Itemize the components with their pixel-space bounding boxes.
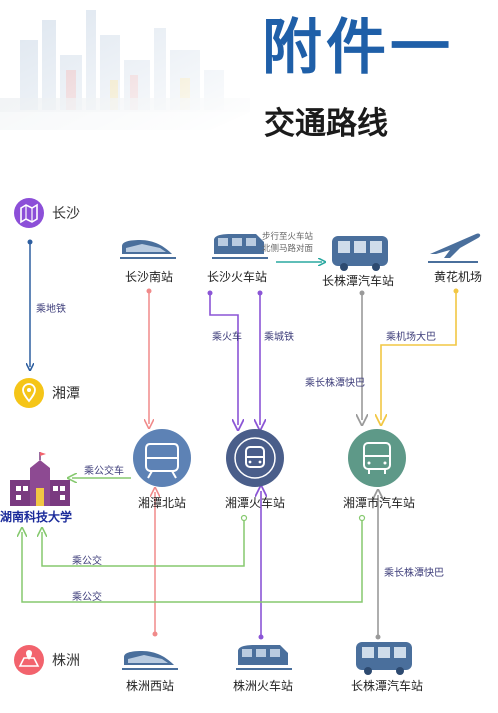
xiangtan-bus-icon: [348, 429, 406, 487]
station-zhuzhou-west: 株洲西站: [125, 679, 174, 693]
station-university: 湖南科技大学: [0, 510, 73, 524]
airplane-icon: [428, 233, 481, 263]
xiangtan-north-train-icon: [133, 429, 191, 487]
zhuzhou-high-speed-train-icon: [122, 651, 178, 670]
station-czt-bus-top: 长株潭汽车站: [321, 274, 394, 288]
page-title: 附件一: [262, 13, 454, 83]
station-xiangtan-bus: 湘潭市汽车站: [342, 496, 415, 510]
xiangtan-pin-icon: [14, 378, 44, 408]
city-label-changsha: 长沙: [52, 206, 80, 222]
train-route-cs-train: [209, 293, 238, 425]
bus-icon: [332, 236, 388, 271]
university-building-icon: [10, 452, 70, 506]
edge-label-airport-bus: 乘机场大巴: [386, 332, 436, 343]
zhuzhou-map-icon: [14, 645, 44, 675]
zhuzhou-bus-icon: [356, 642, 412, 675]
station-changsha-train: 长沙火车站: [206, 270, 267, 284]
edge-label-metro: 乘地铁: [36, 304, 66, 315]
bus-route-bus-station: [22, 518, 363, 603]
station-xiangtan-north: 湘潭北站: [137, 496, 186, 510]
station-czt-bus-bottom: 长株潭汽车站: [350, 679, 423, 693]
edge-label-bus-1: 乘公交: [72, 556, 102, 567]
station-huanghua-airport: 黄花机场: [433, 270, 482, 284]
walk-note-line-1: 步行至火车站: [262, 232, 314, 242]
edge-label-bus-2: 乘公交: [72, 592, 102, 603]
xiangtan-train-icon: [226, 429, 284, 487]
station-changsha-south: 长沙南站: [124, 270, 173, 284]
edge-label-czt-express-top: 乘长株潭快巴: [305, 378, 365, 389]
walk-note-line-2: 北侧马路对面: [262, 244, 314, 254]
edge-label-bus-north: 乘公交车: [84, 466, 124, 477]
edge-label-intercity: 乘城铁: [264, 332, 294, 343]
station-xiangtan-train: 湘潭火车站: [224, 496, 285, 510]
page-subtitle: 交通路线: [264, 106, 388, 142]
zhuzhou-train-icon: [236, 645, 292, 670]
edge-label-train: 乘火车: [212, 332, 242, 343]
airport-bus-route: [381, 291, 457, 420]
edge-label-czt-express-bottom: 乘长株潭快巴: [384, 568, 444, 579]
changsha-map-icon: [14, 198, 44, 228]
bus-route-train: [42, 518, 245, 567]
city-skyline-illustration: [0, 0, 260, 130]
city-label-xiangtan: 湘潭: [52, 386, 80, 402]
high-speed-train-icon: [120, 240, 176, 259]
city-label-zhuzhou: 株洲: [52, 653, 80, 669]
train-icon: [212, 234, 268, 259]
station-zhuzhou-train: 株洲火车站: [232, 679, 293, 693]
